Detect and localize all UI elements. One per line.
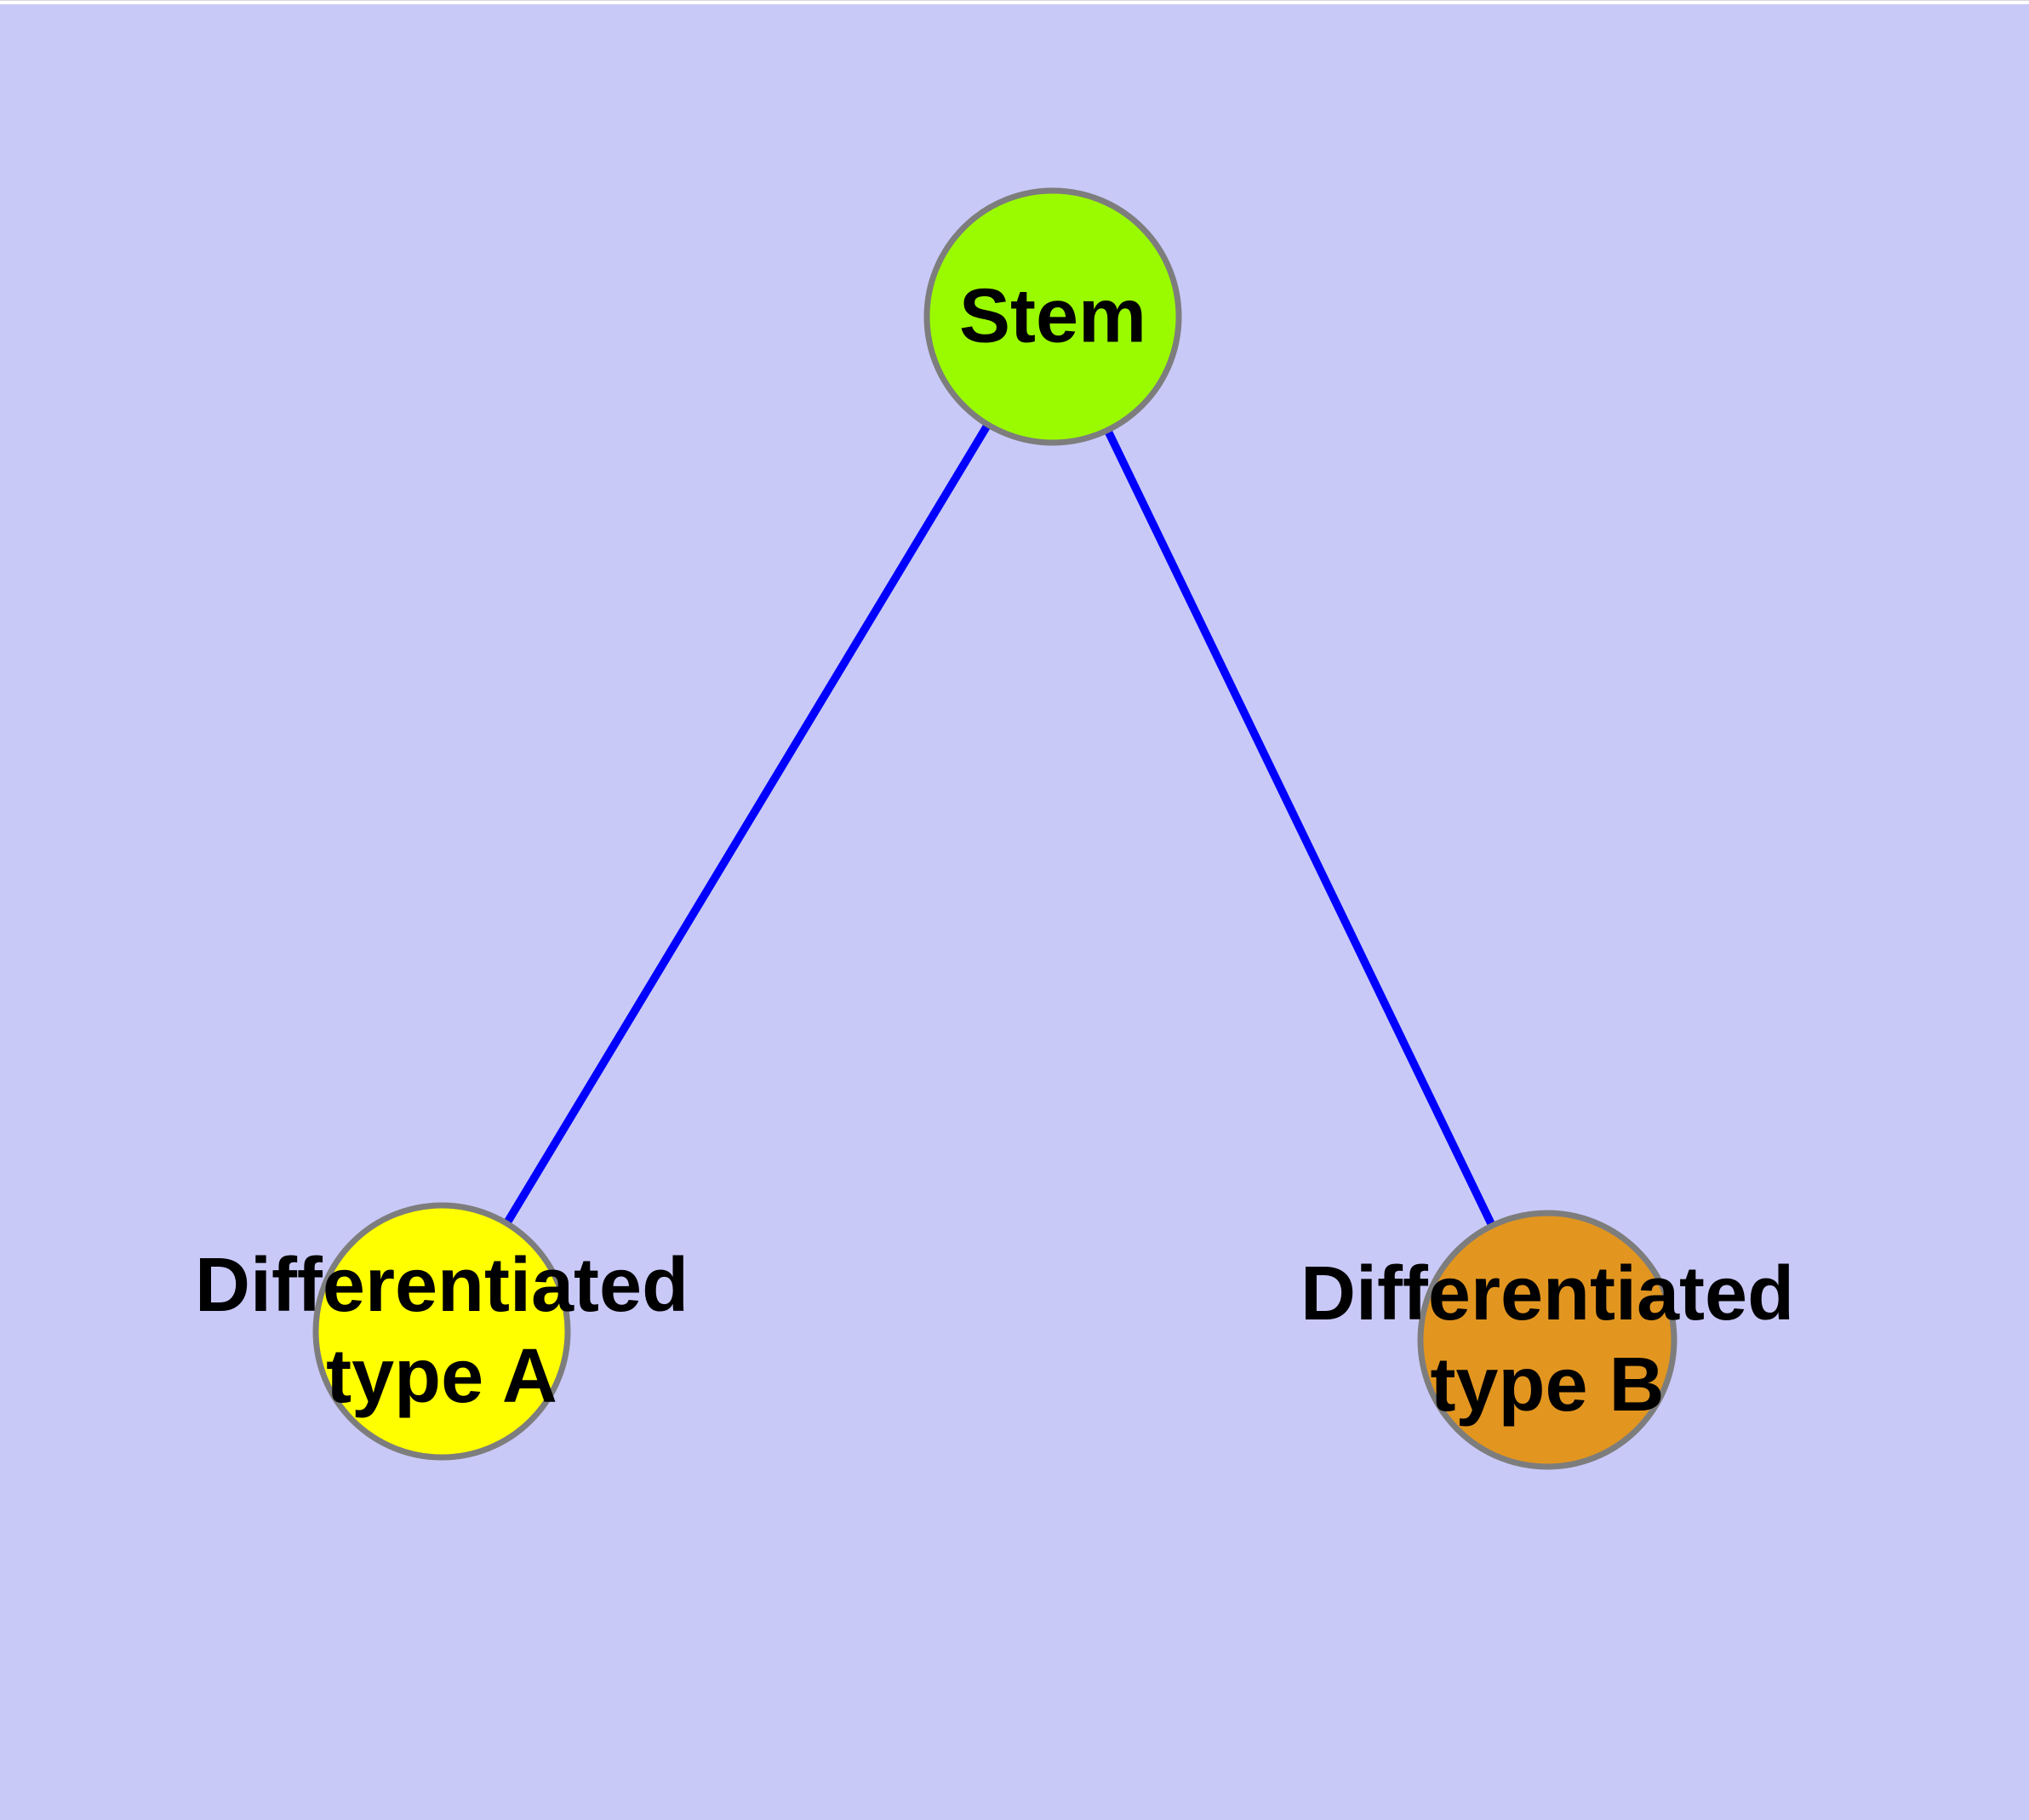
node-stem-circle bbox=[923, 187, 1182, 446]
node-type-b-circle bbox=[1417, 1210, 1677, 1470]
node-type-a-circle bbox=[312, 1202, 571, 1461]
edge-stem-to-type-a bbox=[437, 314, 1057, 1334]
top-hairline bbox=[0, 0, 2029, 1]
edge-stem-to-type-b bbox=[1049, 314, 1552, 1342]
node-type-b-label: Differentiated type B bbox=[1300, 1251, 1795, 1428]
node-stem-label: Stem bbox=[958, 273, 1147, 359]
node-type-a-label: Differentiated type A bbox=[194, 1243, 689, 1419]
